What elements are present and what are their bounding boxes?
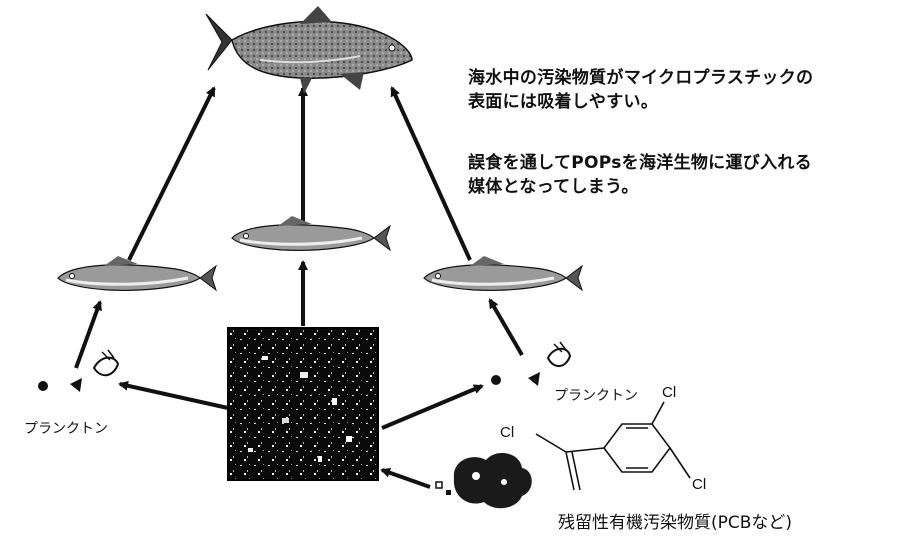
arrow-plastic-to-left-plankton bbox=[118, 380, 229, 410]
description-line-4: 媒体となってしまう。 bbox=[468, 177, 639, 197]
chem-cl-label: Cl bbox=[692, 476, 707, 493]
plankton-right-label: プランクトン bbox=[554, 388, 638, 404]
plankton-icon bbox=[491, 341, 572, 386]
arrow-left-plankton-to-left-fish bbox=[74, 300, 102, 369]
pcb-structure-icon bbox=[535, 401, 691, 491]
description-line-2: 表面には吸着しやすい。 bbox=[468, 92, 659, 112]
food-chain-arrows bbox=[74, 86, 524, 489]
plankton-left-label: プランクトン bbox=[24, 421, 108, 437]
plankton-icon bbox=[38, 349, 120, 392]
arrow-plastic-to-right-plankton bbox=[381, 384, 484, 430]
arrow-left-fish-to-tuna bbox=[127, 86, 216, 261]
arrow-right-fish-to-tuna bbox=[390, 86, 472, 261]
description-line-3: 誤食を通してPOPsを海洋生物に運び入れる bbox=[468, 153, 812, 173]
large-fish-icon bbox=[205, 6, 413, 94]
small-fish-icon bbox=[423, 256, 583, 292]
small-fish-icon bbox=[231, 216, 391, 252]
pcb-label: 残留性有機汚染物質(PCBなど) bbox=[558, 513, 793, 533]
small-fish-icon bbox=[57, 256, 217, 292]
pollution-blob-icon bbox=[435, 453, 532, 509]
arrow-pollutant-to-plastic bbox=[380, 467, 431, 489]
chem-cl-label: Cl bbox=[500, 424, 515, 441]
description-line-1: 海水中の汚染物質がマイクロプラスチックの bbox=[468, 68, 814, 88]
arrow-right-plankton-to-right-fish bbox=[488, 298, 524, 357]
microplastic-icon bbox=[227, 327, 379, 481]
chem-cl-label: Cl bbox=[662, 384, 677, 401]
